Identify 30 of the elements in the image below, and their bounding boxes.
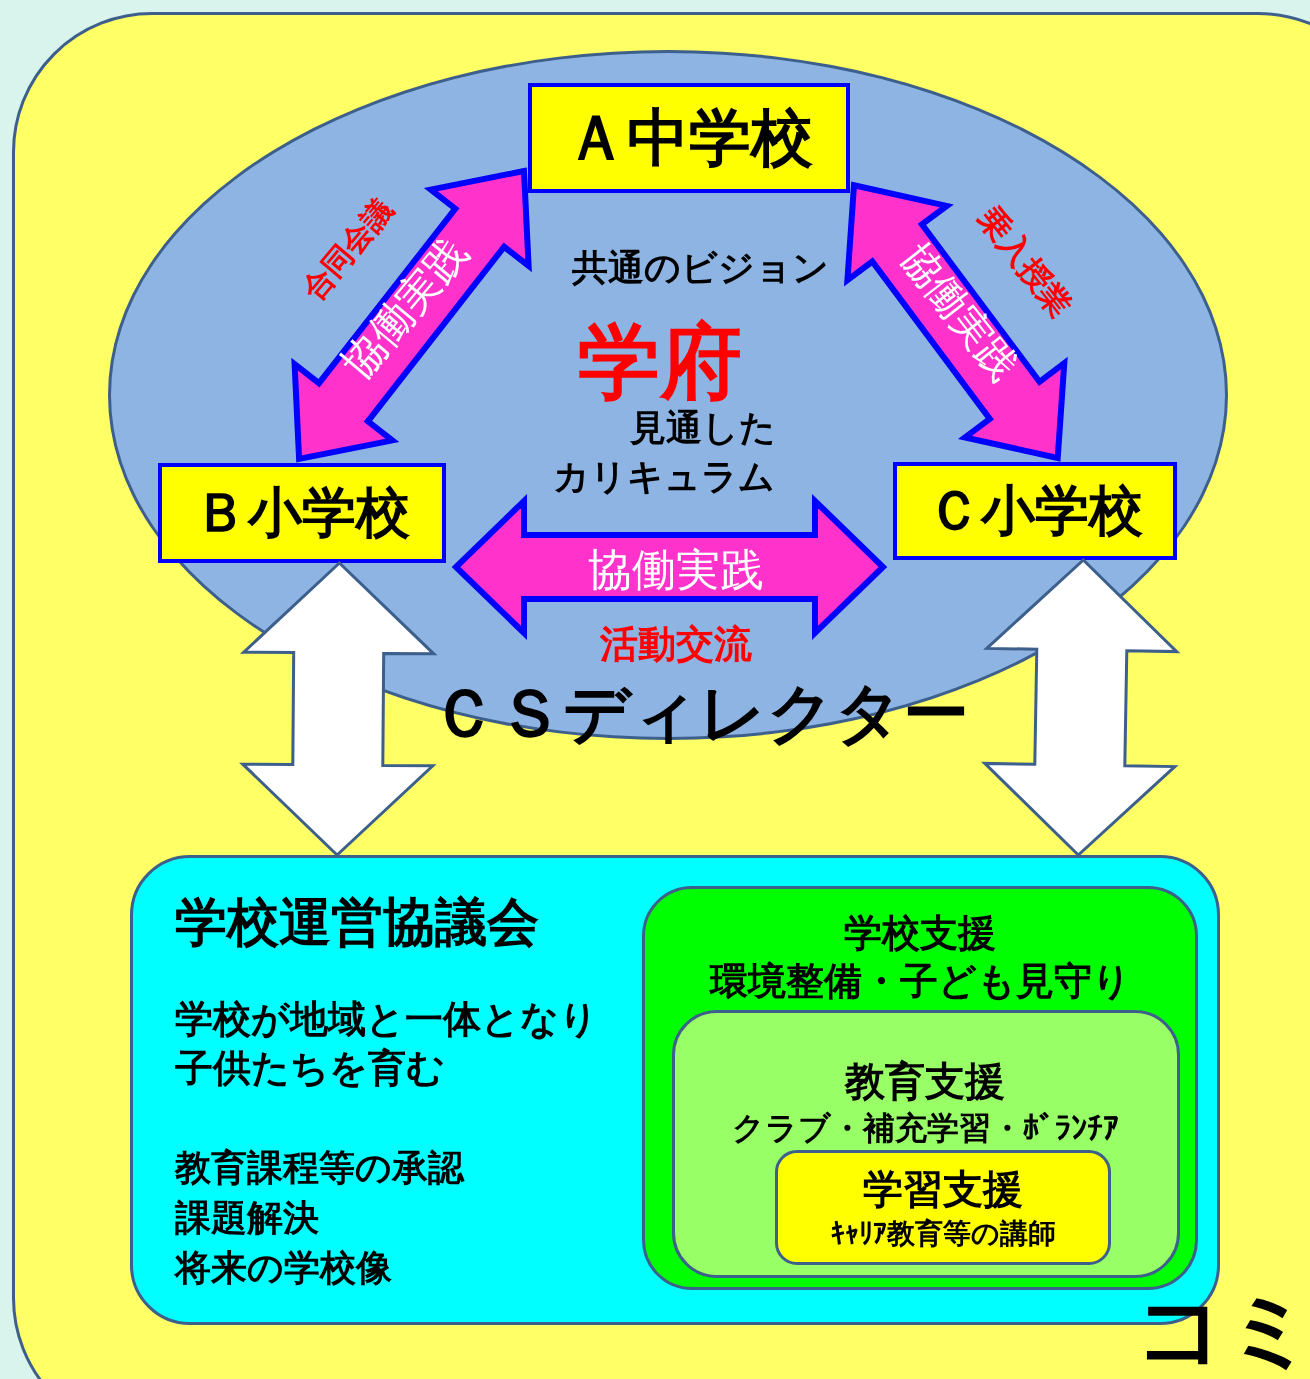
support-panel (642, 886, 1198, 1290)
school-box (158, 463, 446, 563)
body-text: 学校が地域と一体となり子供たちを育む (175, 996, 599, 1093)
school-name: Ｂ小学校 (194, 481, 410, 545)
body-text: 将来の学校像 (175, 1247, 392, 1289)
school-name: Ａ中学校 (565, 102, 813, 174)
heading-text: 共通のビジョン (571, 247, 829, 289)
body-text: クラブ・補充学習・ﾎﾞﾗﾝﾁｱ (731, 1110, 1119, 1147)
heading-text: 学習支援 (863, 1166, 1023, 1212)
body-text: 見通したカリキュラム (553, 406, 778, 499)
heading-text: 学府 (578, 314, 742, 409)
double-arrow (843, 181, 1068, 462)
edge-label: 協働実践 (588, 544, 764, 596)
school-box (893, 462, 1177, 560)
body-text: 課題解決 (175, 1197, 319, 1239)
support-panel (775, 1150, 1111, 1265)
double-arrow (291, 167, 532, 463)
note-text: 活動交流 (600, 623, 752, 667)
school-box (528, 83, 850, 193)
body-text: 環境整備・子ども見守り (709, 960, 1131, 1004)
body-text: ｷｬﾘｱ教育等の講師 (830, 1218, 1056, 1251)
support-panel (672, 1010, 1180, 1278)
heading-text: 学校運営協議会 (175, 893, 539, 953)
double-arrow (981, 557, 1181, 858)
body-text: 教育課程等の承認 (175, 1147, 464, 1189)
heading-text: 学校支援 (844, 912, 996, 956)
double-arrow (451, 493, 888, 641)
heading-text: 教育支援 (845, 1058, 1005, 1104)
double-arrow (239, 560, 438, 858)
school-name: Ｃ小学校 (927, 479, 1143, 543)
